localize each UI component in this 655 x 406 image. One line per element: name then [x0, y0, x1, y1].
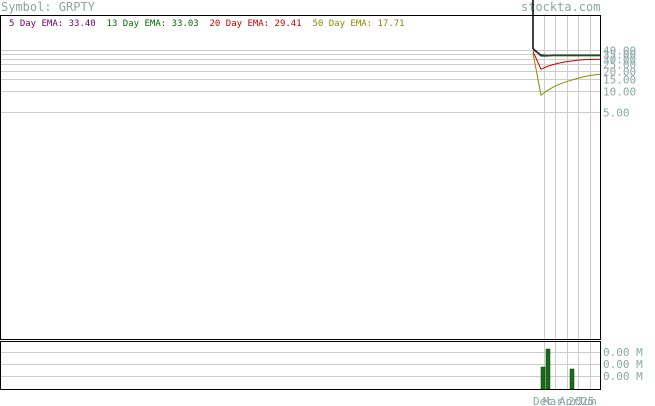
legend-ema50: 50 Day EMA: 17.71	[312, 19, 405, 29]
ema-legend: 5 Day EMA: 33.40 13 Day EMA: 33.03 20 Da…	[9, 19, 405, 29]
series-line-ema50	[532, 53, 601, 96]
series-line-price	[532, 0, 600, 57]
volume-bars	[540, 348, 575, 390]
series-line-ema13	[532, 49, 600, 57]
price-gridlines	[1, 50, 600, 113]
series-line-ema20	[532, 51, 601, 70]
date-tick-label: Apr	[559, 395, 579, 406]
volume-bar	[569, 368, 575, 390]
date-tick-label: Jun	[577, 395, 597, 406]
price-tick-label: 35.00	[603, 49, 636, 62]
brand-watermark: stockta.com	[521, 0, 601, 14]
legend-ema20: 20 Day EMA: 29.41	[209, 19, 302, 29]
date-tick-label: Dec	[533, 395, 553, 406]
price-tick-label: 20.00	[603, 66, 636, 79]
date-gridlines	[544, 16, 591, 390]
price-tick-label: 5.00	[603, 107, 630, 120]
volume-tick-label: 0.00 M	[603, 358, 643, 371]
price-series	[532, 0, 601, 96]
price-tick-label: 25.00	[603, 59, 636, 72]
symbol-label: Symbol: GRPTY	[1, 0, 95, 14]
price-tick-label: 15.00	[603, 74, 636, 87]
price-tick-label: 10.00	[603, 86, 636, 99]
volume-bar	[540, 366, 546, 390]
date-tick-label: 2025	[568, 395, 595, 406]
price-tick-label: 40.00	[603, 45, 636, 58]
volume-tick-label: 0.00 M	[603, 370, 643, 383]
price-panel-frame	[0, 15, 601, 340]
legend-ema5: 5 Day EMA: 33.40	[9, 19, 96, 29]
legend-ema13: 13 Day EMA: 33.03	[106, 19, 199, 29]
volume-tick-label: 0.00 M	[603, 346, 643, 359]
date-tick-label: Mar	[543, 395, 563, 406]
volume-gridlines	[1, 352, 600, 377]
volume-panel-frame	[0, 341, 601, 390]
volume-axis-ticks: 0.00 M0.00 M0.00 M	[603, 346, 643, 383]
price-tick-label: 30.00	[603, 54, 636, 67]
volume-bar	[545, 348, 551, 390]
